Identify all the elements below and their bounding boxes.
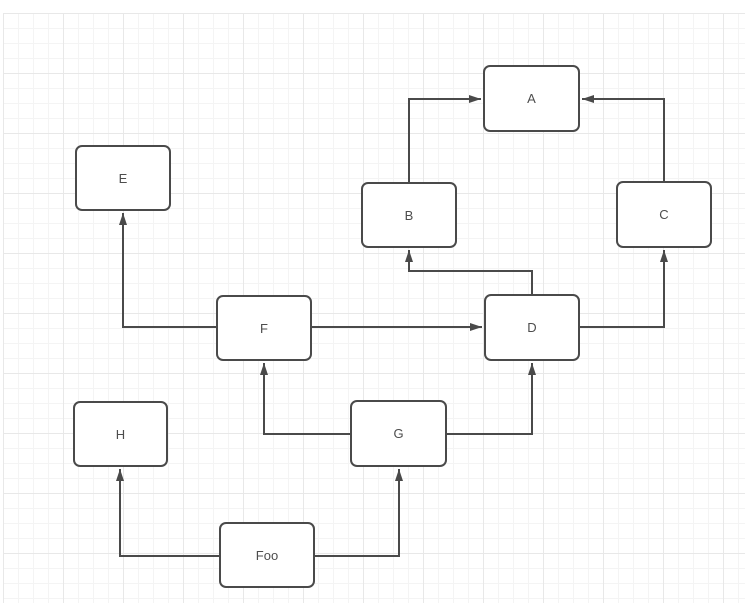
- edge-d-b[interactable]: [405, 250, 533, 294]
- node-g[interactable]: G: [350, 400, 447, 467]
- edge-f-e[interactable]: [119, 213, 216, 328]
- node-label: A: [527, 91, 536, 106]
- node-foo[interactable]: Foo: [219, 522, 315, 588]
- node-label: F: [260, 320, 268, 336]
- node-f[interactable]: F: [216, 295, 312, 361]
- node-a[interactable]: A: [483, 65, 580, 132]
- node-c[interactable]: C: [616, 181, 712, 248]
- node-b[interactable]: B: [361, 182, 457, 248]
- edge-g-d[interactable]: [447, 363, 536, 435]
- node-label: C: [659, 207, 669, 222]
- edge-foo-g[interactable]: [315, 469, 403, 557]
- node-label: Foo: [255, 547, 279, 563]
- edge-c-a[interactable]: [582, 95, 665, 181]
- edge-d-c[interactable]: [580, 250, 668, 328]
- node-label: G: [393, 426, 404, 441]
- grid-background: [3, 13, 745, 603]
- node-d[interactable]: D: [484, 294, 580, 361]
- edge-foo-h[interactable]: [116, 469, 219, 557]
- node-label: D: [527, 320, 537, 335]
- node-label: E: [118, 170, 128, 186]
- edge-g-f[interactable]: [260, 363, 350, 435]
- node-label: H: [115, 426, 126, 442]
- edge-b-a[interactable]: [408, 95, 481, 182]
- node-h[interactable]: H: [73, 401, 168, 467]
- node-label: B: [404, 207, 414, 223]
- node-e[interactable]: E: [75, 145, 171, 211]
